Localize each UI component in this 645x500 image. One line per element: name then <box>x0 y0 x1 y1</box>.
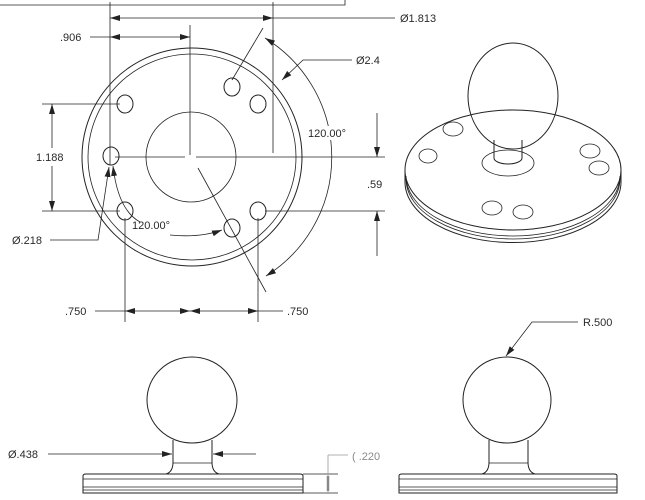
mounting-hole <box>418 148 438 164</box>
angle-lower-label: 120.00° <box>132 220 170 232</box>
mounting-hole <box>588 160 610 176</box>
plate-edge-line <box>405 175 621 237</box>
ball <box>146 356 238 444</box>
side-view-right: R.500 <box>398 317 618 494</box>
angle-arc <box>264 37 333 277</box>
dim-half-bolt-label: .906 <box>60 32 81 44</box>
construction-line <box>197 167 267 293</box>
dim-hole-dia-label: Ø.218 <box>12 235 42 247</box>
neck-base <box>481 149 535 177</box>
dim-offset-label: .59 <box>367 179 382 191</box>
dim-plate-thickness-label: ( .220 <box>352 451 380 463</box>
mounting-hole <box>442 121 464 137</box>
leader-line <box>505 321 578 357</box>
top-view: Ø1.813 .906 Ø2.4 1.188 120.00° 120.00° .… <box>12 2 436 322</box>
mounting-hole <box>223 77 241 97</box>
mounting-hole <box>579 143 601 159</box>
dim-horizontal-left-label: .750 <box>65 306 86 318</box>
mounting-hole <box>223 218 241 238</box>
sheet-border <box>0 0 346 6</box>
mounting-hole <box>249 201 267 221</box>
plate-top-face <box>404 109 622 231</box>
isometric-view <box>404 42 622 244</box>
dim-neck-dia-label: Ø.438 <box>8 449 38 461</box>
dim-vertical-spacing-label: 1.188 <box>36 152 64 164</box>
side-view-left: Ø.438 ( .220 <box>8 356 380 494</box>
dim-ball-radius-label: R.500 <box>583 317 612 329</box>
mounting-hole <box>102 146 120 166</box>
neck <box>481 440 536 475</box>
mounting-hole <box>512 204 534 220</box>
neck <box>493 140 523 165</box>
plate-edge-line <box>405 178 621 240</box>
angle-right-label: 120.00° <box>308 128 346 140</box>
angle-arc <box>169 229 223 237</box>
dim-bolt-circle-label: Ø1.813 <box>400 13 436 25</box>
leader-line <box>50 166 111 241</box>
construction-line <box>231 27 264 81</box>
mounting-hole <box>249 94 267 114</box>
plate <box>82 473 304 494</box>
mounting-holes <box>102 77 267 238</box>
dim-horizontal-right-label: .750 <box>287 306 308 318</box>
plate-side <box>404 170 622 244</box>
neck <box>165 440 220 475</box>
ball <box>467 42 559 150</box>
mounting-hole <box>481 200 503 216</box>
leader-line <box>281 59 352 81</box>
ball <box>462 356 552 444</box>
plate <box>398 473 618 494</box>
dim-plate-dia-label: Ø2.4 <box>356 55 380 67</box>
angle-arc <box>111 165 141 223</box>
